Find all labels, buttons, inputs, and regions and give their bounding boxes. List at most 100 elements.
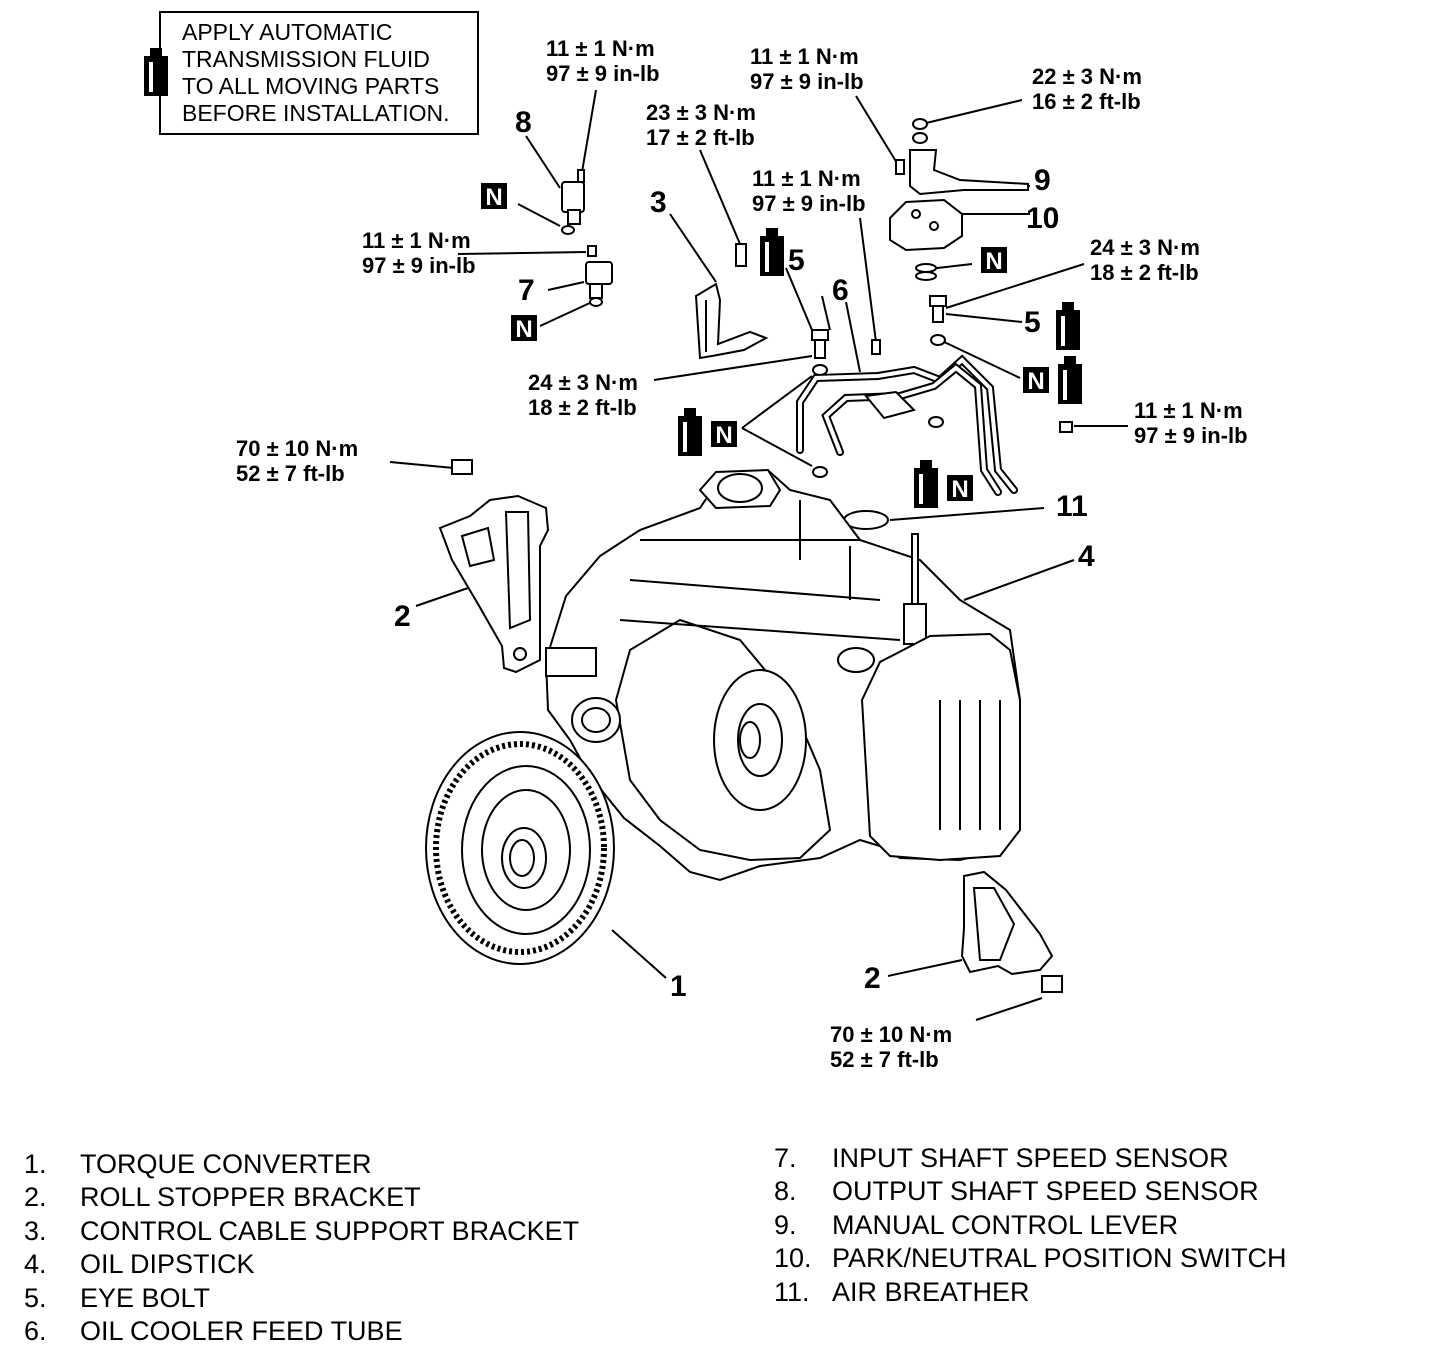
note-line-4: BEFORE INSTALLATION.	[182, 100, 450, 126]
torque-output-sensor: 11 ± 1 N·m 97 ± 9 in-lb	[546, 36, 660, 86]
atf-bottle-icon	[678, 408, 702, 456]
note-line-3: TO ALL MOVING PARTS	[182, 73, 439, 99]
atf-bottle-icon	[1058, 356, 1082, 404]
torque-tube-clamp: 11 ± 1 N·m 97 ± 9 in-lb	[1134, 398, 1248, 448]
oil-dipstick	[911, 533, 919, 605]
n-box-icon	[1023, 367, 1049, 395]
n-box-icon	[947, 475, 973, 503]
svg-text:11 ± 1 N·m: 11 ± 1 N·m	[1134, 398, 1243, 423]
n-box-icon	[981, 247, 1007, 275]
callout-4: 4	[1078, 540, 1095, 573]
lever-bolt	[895, 159, 905, 175]
callout-5-left: 5	[788, 244, 805, 277]
svg-text:97 ± 9 in-lb: 97 ± 9 in-lb	[362, 253, 476, 278]
legend-item: 6.OIL COOLER FEED TUBE	[24, 1315, 403, 1346]
svg-text:18 ± 2 ft-lb: 18 ± 2 ft-lb	[1090, 260, 1199, 285]
clamp-bolt	[1059, 421, 1073, 433]
transaxle-case	[544, 468, 1022, 882]
legend-item: 2.ROLL STOPPER BRACKET	[24, 1182, 421, 1213]
torque-pn-switch: 11 ± 1 N·m 97 ± 9 in-lb	[752, 166, 866, 216]
callout-5-right: 5	[1024, 306, 1041, 339]
torque-input-sensor: 11 ± 1 N·m 97 ± 9 in-lb	[362, 228, 476, 278]
output-speed-sensor	[561, 169, 585, 235]
lever-washer	[912, 132, 928, 144]
callout-3: 3	[650, 186, 667, 219]
legend-item: 3.CONTROL CABLE SUPPORT BRACKET	[24, 1215, 580, 1246]
torque-bracket: 23 ± 3 N·m 17 ± 2 ft-lb	[646, 100, 756, 150]
callout-1: 1	[670, 970, 687, 1003]
svg-text:11 ± 1 N·m: 11 ± 1 N·m	[546, 36, 655, 61]
small-parts	[451, 118, 1073, 993]
legend-column-left: 1.TORQUE CONVERTER 2.ROLL STOPPER BRACKE…	[24, 1148, 579, 1348]
parts-legend: 1.TORQUE CONVERTER 2.ROLL STOPPER BRACKE…	[0, 1143, 1456, 1360]
exploded-diagram: N APPLY AUTOMATIC TRANSMISSION FLUID TO …	[144, 11, 1415, 1137]
atf-bottle-icon	[760, 228, 784, 276]
torque-lever-nut: 22 ± 3 N·m 16 ± 2 ft-lb	[1032, 64, 1142, 114]
svg-text:97 ± 9 in-lb: 97 ± 9 in-lb	[750, 69, 864, 94]
manual-control-lever	[909, 149, 1029, 196]
roll-stopper-bracket-upper	[438, 494, 550, 674]
atf-bottle-icon	[1056, 302, 1080, 350]
svg-text:24 ± 3 N·m: 24 ± 3 N·m	[1090, 235, 1200, 260]
callout-6: 6	[832, 274, 849, 307]
legend-item: 4.OIL DIPSTICK	[24, 1249, 255, 1280]
tube-clamp	[864, 390, 916, 420]
legend-item: 10.PARK/NEUTRAL POSITION SWITCH	[774, 1243, 1287, 1274]
callout-7: 7	[518, 274, 535, 307]
note-line-2: TRANSMISSION FLUID	[182, 46, 430, 72]
callout-numbers: 8 3 5 6 7 9 10 5 11 4 2 1 2	[394, 106, 1095, 1003]
svg-text:11 ± 1 N·m: 11 ± 1 N·m	[752, 166, 861, 191]
torque-eyebolt-left: 24 ± 3 N·m 18 ± 2 ft-lb	[528, 370, 638, 420]
callout-10: 10	[1026, 202, 1059, 235]
legend-item: 5.EYE BOLT	[24, 1282, 211, 1313]
torque-roll-upper: 70 ± 10 N·m 52 ± 7 ft-lb	[236, 436, 358, 486]
eye-bolt-right	[928, 295, 947, 428]
svg-text:11 ± 1 N·m: 11 ± 1 N·m	[362, 228, 471, 253]
svg-text:70 ± 10 N·m: 70 ± 10 N·m	[236, 436, 358, 461]
park-neutral-position-switch	[889, 198, 963, 252]
svg-text:97 ± 9 in-lb: 97 ± 9 in-lb	[752, 191, 866, 216]
svg-text:70 ± 10 N·m: 70 ± 10 N·m	[830, 1022, 952, 1047]
svg-text:23 ± 3 N·m: 23 ± 3 N·m	[646, 100, 756, 125]
legend-item: 11.AIR BREATHER	[774, 1276, 1030, 1307]
torque-roll-lower: 70 ± 10 N·m 52 ± 7 ft-lb	[830, 1022, 952, 1072]
atf-bottle-icon	[144, 48, 168, 96]
atf-bottle-icon	[914, 460, 938, 508]
note-box: APPLY AUTOMATIC TRANSMISSION FLUID TO AL…	[144, 11, 479, 135]
svg-text:52 ± 7 ft-lb: 52 ± 7 ft-lb	[830, 1047, 939, 1072]
diagram-svg: N APPLY AUTOMATIC TRANSMISSION FLUID TO …	[144, 11, 1415, 1137]
torque-eyebolt-right: 24 ± 3 N·m 18 ± 2 ft-lb	[1090, 235, 1200, 285]
roll-stopper-bracket-lower	[960, 870, 1054, 976]
svg-text:18 ± 2 ft-lb: 18 ± 2 ft-lb	[528, 395, 637, 420]
roll-stopper-bolt-lower	[1041, 975, 1063, 993]
input-speed-sensor	[585, 245, 613, 307]
o-ring	[915, 263, 937, 273]
svg-text:97 ± 9 in-lb: 97 ± 9 in-lb	[1134, 423, 1248, 448]
legend-item: 9.MANUAL CONTROL LEVER	[774, 1209, 1179, 1240]
callout-9: 9	[1034, 164, 1051, 197]
svg-text:22 ± 3 N·m: 22 ± 3 N·m	[1032, 64, 1142, 89]
callout-2-lower: 2	[864, 962, 881, 995]
n-box-icon	[481, 183, 507, 211]
torque-converter	[425, 731, 615, 965]
o-ring	[915, 271, 937, 281]
callout-2-upper: 2	[394, 600, 411, 633]
svg-text:52 ± 7 ft-lb: 52 ± 7 ft-lb	[236, 461, 345, 486]
n-box-icon	[511, 315, 537, 343]
callout-11: 11	[1056, 490, 1088, 523]
legend-item: 7.INPUT SHAFT SPEED SENSOR	[774, 1143, 1229, 1173]
leader-lines	[389, 89, 1128, 1021]
legend-item: 8.OUTPUT SHAFT SPEED SENSOR	[774, 1176, 1259, 1207]
n-box-icon	[711, 421, 737, 449]
legend-column-right: 7.INPUT SHAFT SPEED SENSOR 8.OUTPUT SHAF…	[774, 1142, 1287, 1309]
roll-stopper-bolt-upper	[451, 459, 473, 475]
torque-lever-bolt: 11 ± 1 N·m 97 ± 9 in-lb	[750, 44, 864, 94]
lever-nut	[912, 118, 928, 130]
svg-text:97 ± 9 in-lb: 97 ± 9 in-lb	[546, 61, 660, 86]
tube-bolt	[871, 339, 881, 355]
control-cable-support-bracket	[694, 243, 769, 360]
svg-text:11 ± 1 N·m: 11 ± 1 N·m	[750, 44, 859, 69]
svg-text:16 ± 2 ft-lb: 16 ± 2 ft-lb	[1032, 89, 1141, 114]
note-line-1: APPLY AUTOMATIC	[182, 19, 392, 45]
legend-item: 1.TORQUE CONVERTER	[24, 1149, 372, 1179]
